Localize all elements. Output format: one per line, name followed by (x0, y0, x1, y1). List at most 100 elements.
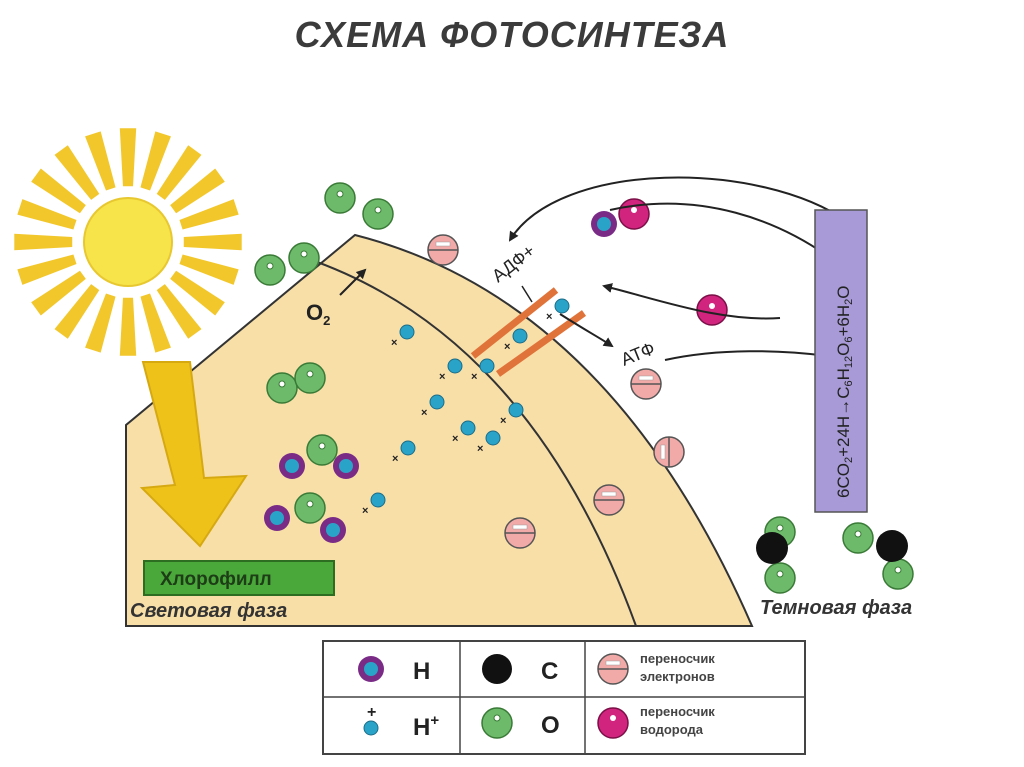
svg-text:×: × (452, 433, 458, 445)
electron-carrier (504, 517, 536, 549)
sun-ray (183, 233, 242, 251)
hydrogen-atom (264, 505, 290, 531)
sun-ray (156, 145, 202, 200)
legend-oxygen-icon (481, 707, 513, 739)
hydrogen-atom (320, 517, 346, 543)
sun-ray (179, 199, 239, 230)
cycle-arrows (508, 176, 849, 361)
proton-icon: × (392, 440, 416, 465)
proton-icon: × (477, 430, 501, 455)
oxygen-atom (266, 372, 298, 404)
svg-text:×: × (439, 371, 445, 383)
electron-carrier-group (427, 234, 685, 549)
atp-label: АТФ (618, 338, 658, 370)
legend-hydrogen-carrier-icon (597, 707, 629, 739)
sun-ray (119, 128, 137, 187)
sun-ray (85, 131, 116, 191)
oxygen-atom (764, 562, 796, 594)
proton-icon: × (421, 394, 445, 419)
svg-text:×: × (477, 443, 483, 455)
hydrogen-group (264, 211, 617, 543)
legend-carbon-icon (482, 654, 512, 684)
legend-electron-carrier-line1: переносчик (640, 651, 715, 666)
legend-hydrogen-label: H (413, 658, 430, 685)
electron-carrier (427, 234, 459, 266)
sun-ray (54, 145, 100, 200)
svg-text:×: × (391, 337, 397, 349)
arrow-top-right (609, 202, 838, 264)
membrane-channel (470, 287, 587, 377)
sun-ray (119, 297, 137, 356)
legend-hydrogen-icon (358, 656, 384, 682)
sun-ray (140, 293, 171, 353)
proton-icon: × (471, 358, 495, 383)
chlorophyll-label: Хлорофилл (160, 569, 272, 590)
proton-icon: × (500, 402, 524, 427)
arrow-to-atp (559, 313, 614, 348)
arrow-top (508, 176, 849, 242)
sun-icon (14, 128, 242, 356)
hydrogen-carrier-group (618, 198, 728, 326)
svg-text:×: × (392, 453, 398, 465)
sun-ray (17, 254, 77, 285)
sun-ray (31, 168, 86, 214)
legend-hydrogen-carrier-line2: водорода (640, 722, 704, 737)
legend-hydrogen-carrier-line1: переносчик (640, 704, 715, 719)
equation-bar: 6CO2+24H→C6H12O6+6H2O (814, 209, 868, 513)
svg-text:+: + (367, 704, 376, 721)
svg-text:×: × (421, 407, 427, 419)
oxygen-atom (294, 492, 326, 524)
page-title: СХЕМА ФОТОСИНТЕЗА (294, 14, 730, 55)
proton-icon: × (439, 358, 463, 383)
sun-ray (179, 254, 239, 285)
sun-ray (170, 168, 225, 214)
sun-ray (140, 131, 171, 191)
sun-ray (14, 233, 73, 251)
svg-text:×: × (362, 505, 368, 517)
sun-ray (170, 270, 225, 316)
electron-carrier (653, 436, 685, 468)
adp-pointer (521, 285, 533, 303)
light-phase-label: Световая фаза (130, 600, 287, 622)
proton-icon: × (362, 492, 386, 517)
oxygen-atom (306, 434, 338, 466)
svg-text:×: × (471, 371, 477, 383)
svg-text:×: × (546, 311, 552, 323)
legend-carbon-label: C (541, 658, 558, 685)
svg-text:×: × (504, 341, 510, 353)
carbon-atom (876, 530, 908, 562)
oxygen-atom (324, 182, 356, 214)
o2-label: O2 (306, 300, 330, 328)
equation-text: 6CO2+24H→C6H12O6+6H2O (834, 285, 855, 498)
sun-ray (17, 199, 77, 230)
inner-membrane-1 (305, 257, 637, 627)
o2-arrow (339, 268, 367, 296)
sun-ray (54, 284, 100, 339)
carbon-group (756, 530, 908, 564)
arrow-mid (602, 283, 781, 320)
legend-proton-icon: + (363, 704, 379, 736)
chlorophyll-box: Хлорофилл (143, 560, 335, 596)
oxygen-atom (294, 362, 326, 394)
adp-label: АДФ+ (488, 240, 539, 286)
hydrogen-atom (333, 453, 359, 479)
light-arrow-icon (139, 361, 248, 548)
legend-electron-carrier-line2: электронов (640, 669, 715, 684)
oxygen-atom (882, 558, 914, 590)
oxygen-atom (254, 254, 286, 286)
sun-ray (85, 293, 116, 353)
sun-ray (156, 284, 202, 339)
electron-carrier (593, 484, 625, 516)
carbon-atom (756, 532, 788, 564)
oxygen-atom (362, 198, 394, 230)
hydrogen-atom (591, 211, 617, 237)
legend-table: H C переносчик электронов + H+ O (322, 640, 806, 755)
legend-oxygen-label: O (541, 712, 560, 739)
svg-text:×: × (500, 415, 506, 427)
sun-rays (14, 128, 242, 356)
proton-icon: × (391, 324, 415, 349)
hydrogen-carrier (696, 294, 728, 326)
hydrogen-carrier (618, 198, 650, 230)
proton-icon: × (546, 298, 570, 323)
sun-ray (31, 270, 86, 316)
